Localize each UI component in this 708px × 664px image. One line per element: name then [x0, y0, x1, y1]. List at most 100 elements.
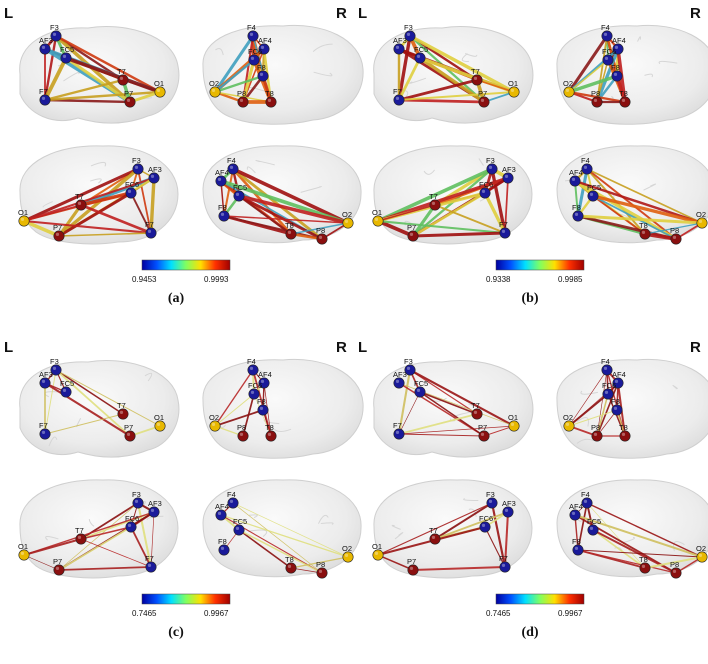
edge-FC6-O2	[567, 392, 610, 428]
node-label-F3: F3	[132, 490, 141, 499]
node-label-FC6: FC6	[125, 180, 139, 189]
node-FC5	[587, 190, 599, 202]
edge-F8-O2	[214, 409, 264, 427]
node-highlight	[20, 551, 25, 555]
node-label-F7: F7	[499, 220, 508, 229]
node-label-F4: F4	[581, 490, 590, 499]
node-F7	[499, 227, 511, 239]
node-highlight	[406, 32, 411, 36]
node-FC5	[233, 190, 245, 202]
node-F4	[581, 163, 593, 175]
node-highlight	[589, 192, 594, 196]
edge-F4-O2	[567, 34, 609, 94]
brain-sulcus	[300, 186, 323, 193]
node-label-F4: F4	[247, 23, 256, 32]
edge-F4-O2	[214, 369, 254, 427]
colorbar-min-label: 0.9453	[132, 275, 157, 284]
edge-F3-O1	[55, 369, 161, 427]
node-highlight	[134, 165, 139, 169]
node-P7	[478, 96, 490, 108]
node-label-P8: P8	[237, 423, 246, 432]
node-F3	[486, 497, 498, 509]
colorbar-gradient	[495, 259, 585, 271]
brain-sulcus	[144, 372, 153, 382]
edge-F3-O1	[376, 167, 494, 223]
node-P7	[124, 430, 136, 442]
node-F7	[393, 428, 405, 440]
node-highlight	[698, 553, 703, 557]
brain-sulcus	[45, 536, 59, 541]
node-highlight	[603, 32, 608, 36]
node-F3	[486, 163, 498, 175]
edge-F4-O2	[568, 369, 608, 427]
brain-sulcus	[313, 71, 333, 77]
edge-FC6-O2	[214, 393, 255, 427]
edge-FC6-F7	[483, 191, 507, 235]
node-label-F3: F3	[50, 23, 59, 32]
node-label-F3: F3	[486, 490, 495, 499]
node-highlight	[593, 432, 598, 436]
node-label-T8: T8	[619, 423, 628, 432]
node-label-T8: T8	[285, 221, 294, 230]
node-highlight	[211, 88, 216, 92]
brain-sulcus	[317, 514, 329, 524]
brain-sulcus	[673, 540, 685, 552]
node-F7	[145, 561, 157, 573]
brain-sulcus	[42, 201, 53, 208]
node-highlight	[217, 511, 222, 515]
node-highlight	[147, 563, 152, 567]
edge-FC5-T8	[238, 529, 292, 569]
brain-sulcus	[423, 169, 436, 175]
node-highlight	[217, 177, 222, 181]
node-highlight	[119, 410, 124, 414]
node-highlight	[344, 219, 349, 223]
node-F7	[145, 227, 157, 239]
brain-surface	[556, 358, 708, 459]
node-highlight	[604, 390, 609, 394]
node-label-P8: P8	[316, 226, 325, 235]
edge-T7-O1	[476, 79, 515, 93]
node-label-P8: P8	[670, 226, 679, 235]
node-highlight	[416, 54, 421, 59]
node-AF3	[502, 506, 514, 518]
edge-FC5-F7	[43, 56, 68, 102]
node-highlight	[672, 235, 677, 239]
edge-AF3-P7	[43, 381, 132, 438]
edge-F3-O1	[54, 34, 162, 94]
node-T8	[619, 96, 631, 108]
node-highlight	[229, 499, 234, 503]
brain-sulcus	[247, 529, 268, 537]
edge-O1-P7	[377, 554, 414, 571]
node-highlight	[488, 165, 493, 169]
edge-F3-O1	[408, 34, 516, 94]
brain-sulcus	[478, 158, 484, 166]
edge-F7-P7	[398, 433, 485, 437]
node-label-P7: P7	[478, 423, 487, 432]
node-highlight	[571, 511, 576, 515]
node-O1	[18, 215, 30, 227]
node-highlight	[249, 32, 254, 36]
node-highlight	[20, 217, 25, 221]
node-FC5	[414, 386, 426, 398]
node-highlight	[77, 535, 82, 539]
edge-F3-F7	[490, 167, 507, 235]
node-T7	[429, 199, 441, 211]
node-label-F7: F7	[393, 87, 402, 96]
edge-AF4-O2	[573, 179, 704, 225]
brain-sulcus	[391, 524, 401, 530]
edge-T8-O2	[644, 556, 703, 569]
node-label-F7: F7	[393, 421, 402, 430]
node-highlight	[77, 201, 82, 205]
node-highlight	[395, 96, 400, 100]
node-label-AF4: AF4	[612, 370, 626, 379]
edge-AF3-F7	[503, 510, 510, 569]
node-P8	[237, 96, 249, 108]
node-highlight	[589, 526, 594, 530]
